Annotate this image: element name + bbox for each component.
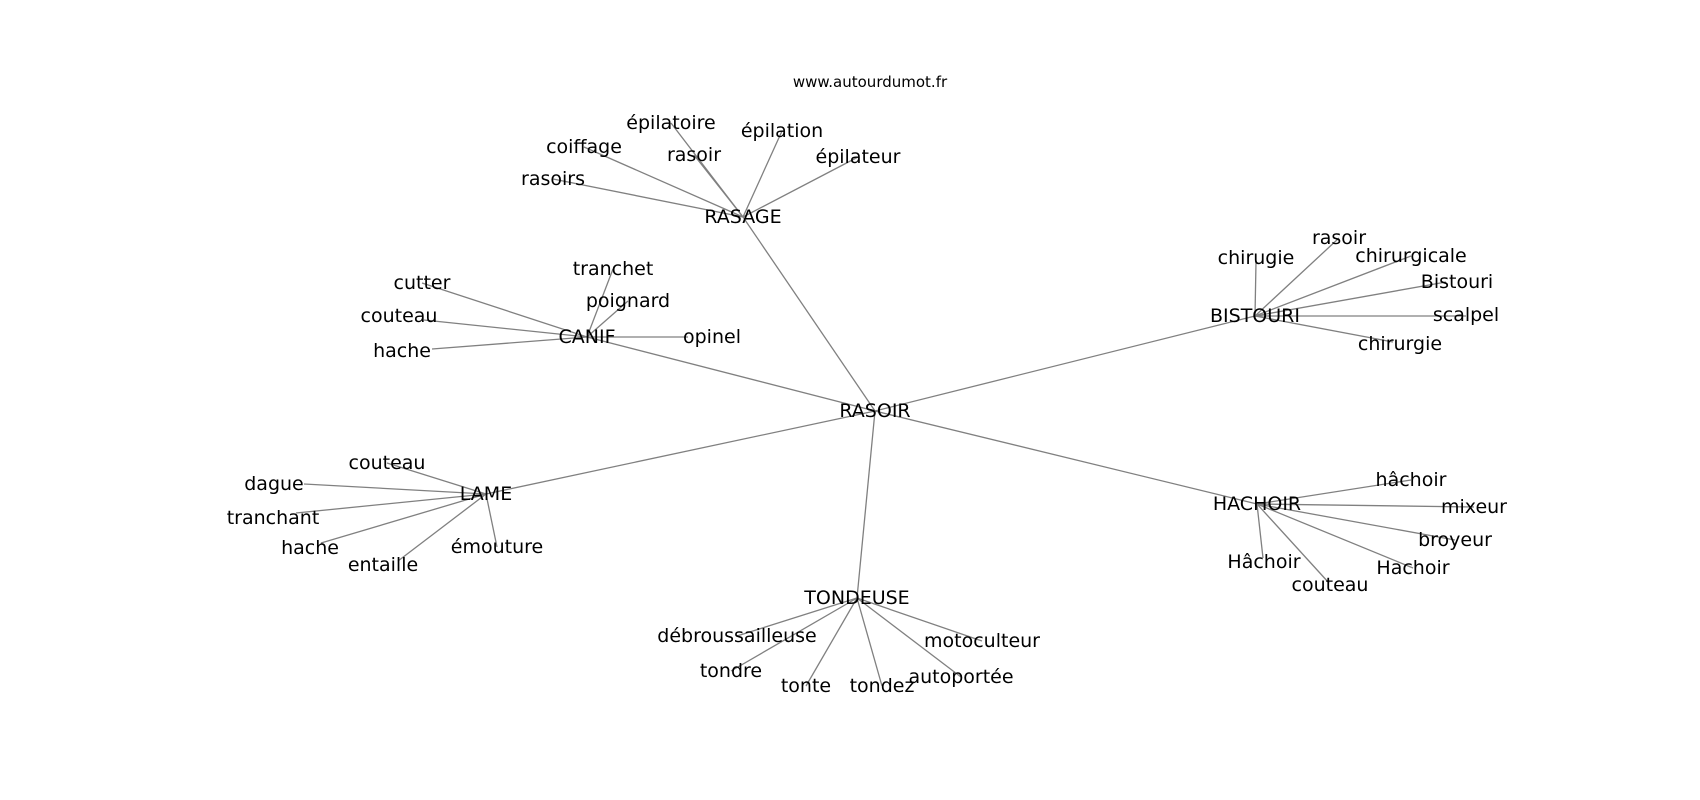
leaf-node: tranchet <box>573 258 654 280</box>
leaf-node: hâchoir <box>1376 469 1447 491</box>
edge-rasage-leaf <box>742 130 783 218</box>
edge-hachoir-leaf <box>1256 503 1330 584</box>
leaf-node: chirugie <box>1218 247 1295 269</box>
leaf-node: épilation <box>741 120 823 142</box>
edge-rasage-leaf <box>583 146 744 218</box>
edge-tondeuse-leaf <box>730 597 858 672</box>
edge-tondeuse-leaf <box>736 597 858 637</box>
leaf-node: entaille <box>348 554 418 576</box>
edge-rasage-leaf <box>552 178 744 218</box>
leaf-node: tondre <box>700 660 762 682</box>
edge-center-lame <box>485 410 876 495</box>
hub-node-bistouri: BISTOURI <box>1210 305 1300 327</box>
edge-hachoir-leaf <box>1256 503 1414 569</box>
leaf-node: débroussailleuse <box>657 625 816 647</box>
leaf-node: motoculteur <box>924 630 1040 652</box>
edge-lame-leaf <box>386 462 487 495</box>
edge-tondeuse-leaf <box>805 597 858 687</box>
leaf-node: Hachoir <box>1376 557 1449 579</box>
edge-lame-leaf <box>320 493 487 544</box>
leaf-node: couteau <box>349 452 426 474</box>
leaf-node: hache <box>373 340 431 362</box>
edge-center-tondeuse <box>856 410 876 599</box>
edge-tondeuse-leaf <box>856 597 883 687</box>
edge-rasage-leaf <box>693 154 744 218</box>
leaf-node: scalpel <box>1433 304 1499 326</box>
leaf-node: poignard <box>586 290 670 312</box>
leaf-node: épilateur <box>816 146 901 168</box>
leaf-node: coiffage <box>546 136 622 158</box>
leaf-node: mixeur <box>1441 496 1507 518</box>
leaf-node: couteau <box>361 305 438 327</box>
edge-lame-leaf <box>485 493 498 548</box>
leaf-node: broyeur <box>1418 529 1492 551</box>
leaf-node: hache <box>281 537 339 559</box>
edge-tondeuse-leaf <box>856 597 983 642</box>
edges <box>295 122 1475 687</box>
edge-rasage-leaf <box>742 156 859 218</box>
leaf-node: chirurgicale <box>1355 245 1467 267</box>
edge-center-rasage <box>742 216 876 412</box>
hub-node-rasage: RASAGE <box>704 206 781 228</box>
edge-center-hachoir <box>874 410 1258 505</box>
leaf-node: émouture <box>451 536 543 558</box>
hub-node-tondeuse: TONDEUSE <box>803 587 909 609</box>
leaf-node: tondez <box>850 675 915 697</box>
edge-tondeuse-leaf <box>856 597 962 678</box>
edge-canif-leaf <box>586 268 614 338</box>
edge-canif-leaf <box>586 300 629 338</box>
leaf-node: Bistouri <box>1421 271 1493 293</box>
edge-hachoir-leaf <box>1256 503 1475 508</box>
edge-lame-leaf <box>397 493 487 562</box>
edge-hachoir-leaf <box>1256 503 1264 559</box>
edge-lame-leaf <box>303 483 487 495</box>
leaf-node: épilatoire <box>626 112 715 134</box>
edge-center-canif <box>586 336 876 412</box>
leaf-node: Hâchoir <box>1227 551 1300 573</box>
leaf-node: autoportée <box>908 666 1013 688</box>
leaf-node: couteau <box>1292 574 1369 596</box>
leaf-node: cutter <box>394 272 451 294</box>
edge-hachoir-leaf <box>1256 479 1412 505</box>
leaf-node: rasoirs <box>521 168 585 190</box>
edge-canif-leaf <box>431 336 588 350</box>
edge-canif-leaf <box>423 319 588 338</box>
leaf-node: rasoir <box>1312 227 1366 249</box>
edge-bistouri-leaf <box>1254 315 1394 343</box>
center-node: RASOIR <box>839 400 910 422</box>
hub-node-lame: LAME <box>460 483 512 505</box>
edge-center-bistouri <box>874 315 1256 412</box>
leaf-node: tranchant <box>227 507 320 529</box>
hub-node-hachoir: HACHOIR <box>1213 493 1301 515</box>
leaf-node: chirurgie <box>1358 333 1442 355</box>
edge-lame-leaf <box>295 493 487 514</box>
leaf-node: dague <box>244 473 304 495</box>
edge-canif-leaf <box>421 282 588 338</box>
hub-node-canif: CANIF <box>558 326 615 348</box>
leaf-node: opinel <box>683 326 741 348</box>
edge-hachoir-leaf <box>1256 503 1456 541</box>
leaf-node: tonte <box>781 675 831 697</box>
edge-bistouri-leaf <box>1254 255 1412 317</box>
leaf-node: rasoir <box>667 144 721 166</box>
edge-bistouri-leaf <box>1254 261 1257 317</box>
edge-bistouri-leaf <box>1254 237 1340 317</box>
edge-bistouri-leaf <box>1254 281 1447 317</box>
source-label: www.autourdumot.fr <box>793 73 948 91</box>
